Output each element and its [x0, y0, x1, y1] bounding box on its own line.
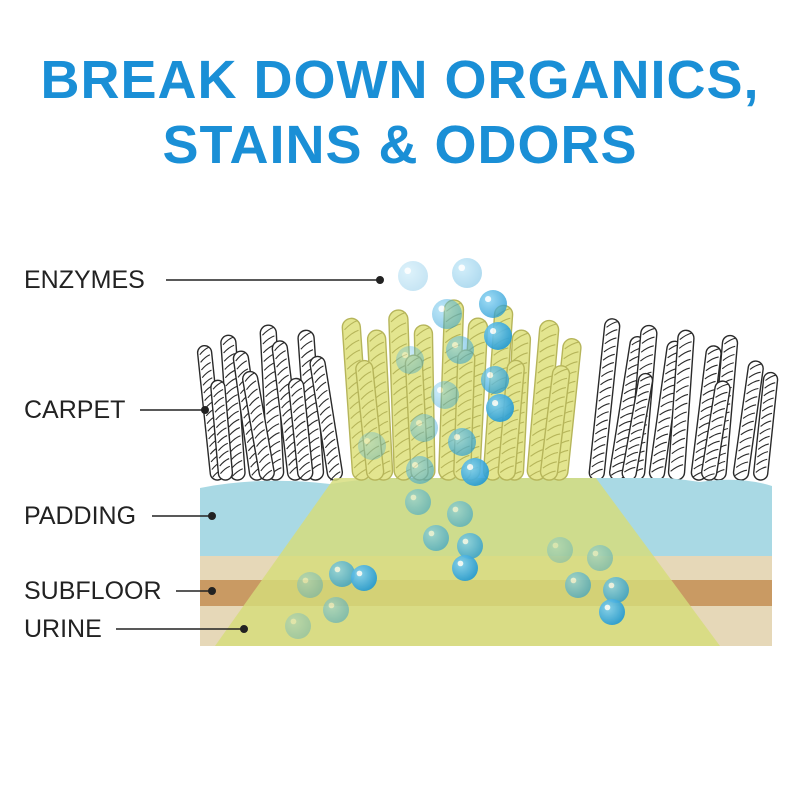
enzyme-bubble — [486, 394, 514, 422]
leader-dot-carpet — [201, 405, 210, 414]
enzyme-bubble — [446, 336, 474, 364]
enzyme-bubble — [351, 565, 377, 591]
label-enzymes: ENZYMES — [24, 266, 145, 294]
label-subfloor: SUBFLOOR — [24, 577, 162, 605]
enzyme-bubble — [410, 414, 438, 442]
enzyme-bubble — [423, 525, 449, 551]
enzyme-bubble — [405, 489, 431, 515]
white-fiber — [210, 379, 234, 481]
label-padding: PADDING — [24, 502, 137, 530]
enzyme-bubble — [587, 545, 613, 571]
white-fiber — [287, 377, 314, 481]
enzyme-bubble — [323, 597, 349, 623]
enzyme-bubble — [432, 299, 462, 329]
enzyme-bubble — [285, 613, 311, 639]
enzyme-bubble — [406, 456, 434, 484]
enzyme-bubble — [599, 599, 625, 625]
white-fiber — [621, 372, 654, 481]
enzyme-bubble — [457, 533, 483, 559]
enzyme-bubble — [329, 561, 355, 587]
white-fiber — [700, 380, 731, 481]
enzyme-bubble — [481, 366, 509, 394]
carpet-fibers-untreated — [196, 318, 779, 481]
enzyme-bubble — [447, 501, 473, 527]
title-line-2: STAINS & ODORS — [162, 115, 638, 175]
floor-layers — [200, 478, 772, 646]
white-fiber — [732, 360, 764, 481]
enzyme-bubble — [448, 428, 476, 456]
enzyme-bubble — [297, 572, 323, 598]
yellow-fiber — [526, 319, 560, 481]
leader-dot-enzymes — [375, 275, 384, 284]
leader-dot-padding — [208, 511, 217, 520]
enzyme-bubbles — [285, 258, 629, 639]
enzyme-bubble — [603, 577, 629, 603]
enzyme-bubble — [461, 458, 489, 486]
enzyme-bubble — [452, 258, 482, 288]
enzyme-bubble — [431, 381, 459, 409]
enzyme-bubble — [547, 537, 573, 563]
enzyme-bubble — [565, 572, 591, 598]
title-line-1: BREAK DOWN ORGANICS, — [40, 50, 760, 110]
leader-dot-subfloor — [208, 586, 217, 595]
enzyme-bubble — [479, 290, 507, 318]
leader-dot-urine — [240, 624, 249, 633]
white-fiber — [242, 370, 275, 481]
label-leaders — [116, 275, 384, 633]
enzyme-bubble — [452, 555, 478, 581]
enzyme-bubble — [484, 322, 512, 350]
enzyme-bubble — [396, 346, 424, 374]
enzyme-bubble — [398, 261, 428, 291]
white-fiber — [309, 355, 344, 481]
label-urine: URINE — [24, 615, 102, 643]
yellow-fiber — [539, 365, 571, 481]
enzyme-bubble — [358, 432, 386, 460]
label-carpet: CARPET — [24, 396, 126, 424]
white-fiber — [753, 371, 779, 481]
